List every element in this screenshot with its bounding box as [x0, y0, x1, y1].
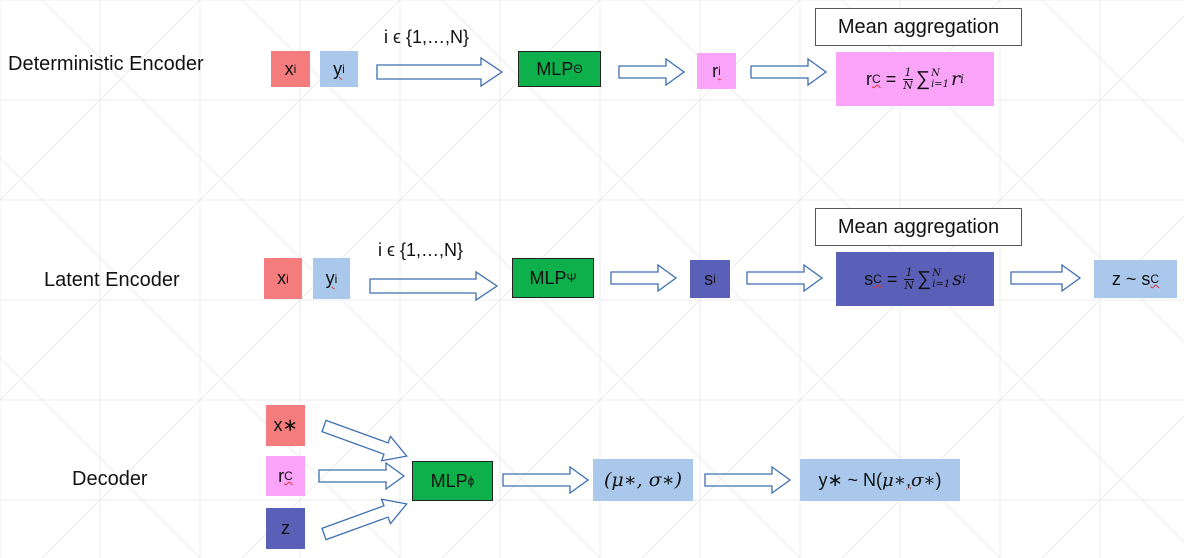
dec-output-comma: ,	[905, 469, 911, 490]
det-rc-sub: C	[872, 72, 881, 86]
deterministic-encoder-label: Deterministic Encoder	[8, 53, 204, 75]
dec-arrow-2	[502, 465, 590, 495]
dec-x-star-box: x∗	[266, 405, 305, 446]
lat-equals: =	[881, 268, 903, 289]
dec-mlp-sub: ϕ	[467, 474, 475, 488]
dec-z-box: z	[266, 508, 305, 549]
det-mlp-sub: Θ	[573, 62, 583, 76]
latent-encoder-label: Latent Encoder	[44, 269, 180, 291]
grid-diagonal	[1041, 415, 1184, 558]
det-r-sub: i	[718, 64, 721, 78]
lat-mlp-text: MLP	[529, 267, 567, 288]
det-mean-aggregation-label: Mean aggregation	[815, 8, 1022, 46]
det-equals: =	[880, 68, 902, 89]
lat-arrow-4	[1010, 263, 1082, 293]
dec-mu-sigma-box: (μ∗, σ∗)	[593, 459, 693, 501]
lat-arrow-2	[610, 263, 678, 293]
det-y-text: y	[333, 58, 343, 79]
dec-arrow-z	[321, 498, 408, 541]
lat-sum-limits: N i=1	[932, 268, 950, 290]
grid-diagonal	[0, 0, 401, 401]
lat-s-text: s	[704, 268, 714, 289]
dec-output-prefix: y∗ ~ N(	[818, 469, 883, 490]
det-x-sub: i	[293, 62, 297, 76]
lat-index-label: i ϵ {1,…,N}	[378, 240, 463, 260]
lat-sum-symbol: ∑	[916, 267, 932, 290]
dec-mlp-text: MLP	[430, 470, 468, 491]
dec-rc-sub: C	[284, 469, 293, 483]
lat-arrow-1	[369, 270, 499, 302]
lat-s-sub: i	[713, 272, 716, 286]
det-arrow-3	[750, 57, 828, 87]
grid-diagonal	[0, 0, 201, 201]
det-fraction: 1 N	[903, 67, 913, 91]
dec-output-sigma: σ∗	[911, 469, 936, 491]
det-r-text: r	[712, 60, 719, 81]
det-frac-num: 1	[904, 65, 912, 79]
grid-diagonal	[0, 357, 201, 558]
grid-diagonal	[1041, 0, 1184, 143]
lat-z-out-text: z ~ s	[1111, 268, 1151, 289]
lat-x-text: x	[277, 268, 287, 288]
det-index-label: i ϵ {1,…,N}	[384, 27, 469, 47]
lat-sum-lower: i=1	[932, 279, 951, 290]
det-sum-symbol: ∑	[915, 67, 931, 90]
lat-fraction: 1 N	[904, 267, 914, 291]
det-sum-upper: N	[931, 68, 940, 79]
lat-x-sub: i	[286, 271, 289, 286]
dec-output-close: )	[935, 469, 942, 490]
lat-y-sub: i	[334, 271, 338, 286]
decoder-label: Decoder	[72, 468, 148, 490]
lat-z-out-sub: C	[1150, 272, 1160, 286]
det-mlp-text: MLP	[536, 58, 574, 79]
lat-frac-num: 1	[905, 265, 913, 279]
dec-rc-text: r	[278, 465, 285, 486]
dec-output-box: y∗ ~ N(μ∗,σ∗)	[800, 459, 960, 501]
lat-arrow-3	[746, 263, 824, 293]
lat-frac-den: N	[904, 278, 914, 292]
dec-arrow-x-star	[321, 419, 408, 462]
lat-sum-term-sub: i	[961, 272, 966, 286]
lat-mean-aggregation-label: Mean aggregation	[815, 208, 1022, 246]
lat-frac-bar	[904, 278, 914, 280]
det-frac-den: N	[903, 78, 913, 92]
det-sum-limits: N i=1	[931, 68, 949, 90]
dec-output-mu: μ∗	[882, 469, 906, 491]
lat-sum-upper: N	[932, 268, 941, 279]
dec-arrow-rc	[318, 461, 406, 491]
lat-y-text: y	[325, 268, 335, 288]
lat-mlp-sub: Ψ	[566, 271, 577, 285]
det-arrow-1	[376, 56, 504, 88]
lat-sc-text: s	[864, 268, 874, 289]
det-frac-bar	[903, 78, 913, 80]
det-sum-term: r	[951, 68, 961, 90]
det-sum-lower: i=1	[931, 79, 950, 90]
det-x-text: x	[284, 58, 294, 79]
det-y-sub: i	[342, 62, 345, 76]
lat-sc-sub: C	[873, 272, 882, 286]
det-arrow-2	[618, 57, 686, 87]
dec-arrow-3	[704, 465, 792, 495]
lat-sum-term: s	[952, 268, 962, 290]
det-rc-text: r	[866, 68, 873, 89]
det-sum-term-sub: i	[960, 72, 964, 86]
